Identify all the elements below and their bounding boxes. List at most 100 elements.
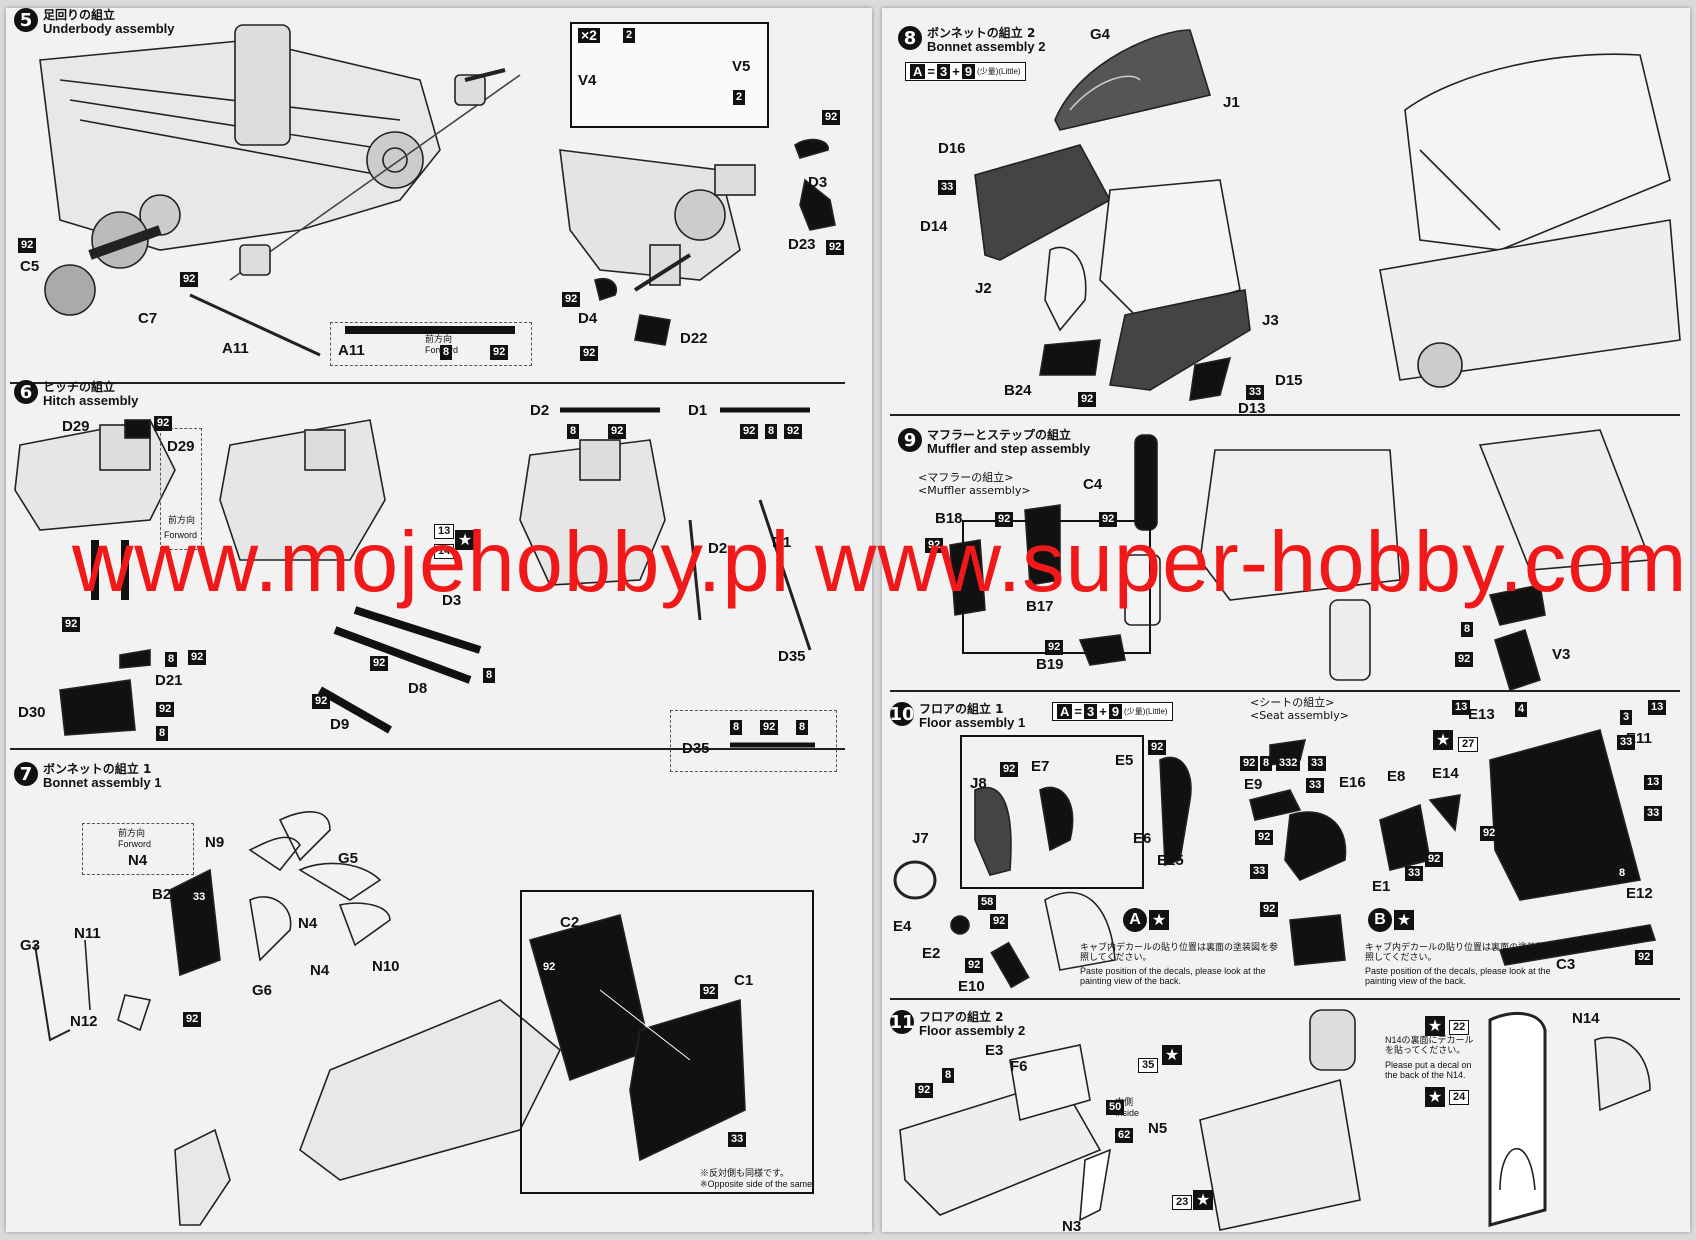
step-title-en: Floor assembly 2 [919, 1023, 1026, 1038]
paint-code-badge: 332 [1276, 756, 1301, 771]
part-label: B19 [1036, 656, 1064, 673]
detail-box-c1-c2 [520, 890, 814, 1194]
paint-code-badge: 92 [608, 424, 627, 439]
step-title-jp: 足回りの組立 [43, 8, 116, 22]
paint-code-badge: 33 [1405, 866, 1424, 881]
paint-code-badge: 92 [370, 656, 389, 671]
paint-code-badge: 92 [183, 1012, 202, 1027]
paint-code-badge: 92 [1260, 902, 1279, 917]
part-label: J2 [975, 280, 992, 297]
paint-code-badge: 92 [18, 238, 37, 253]
step-number: 8 [898, 26, 922, 50]
decal-star-icon: ★ [1193, 1190, 1213, 1210]
paint-code-badge: 92 [188, 650, 207, 665]
paint-code-badge: 92 [562, 292, 581, 307]
paint-code-badge: 24 [1449, 1090, 1470, 1105]
part-label: C5 [20, 258, 40, 275]
decal-note-b-en: Paste position of the decals, please loo… [1365, 966, 1551, 986]
detail-box-n4 [82, 823, 194, 875]
paint-code-badge: 8 [942, 1068, 955, 1083]
part-label: E3 [985, 1042, 1004, 1059]
part-label: N3 [1062, 1218, 1082, 1235]
step-title-en: Bonnet assembly 2 [927, 39, 1046, 54]
paint-code-badge: 2 [623, 28, 636, 43]
paint-code-badge: 8 [165, 652, 178, 667]
part-label: E13 [1468, 706, 1495, 723]
part-label: D13 [1238, 400, 1266, 417]
part-label: E16 [1339, 774, 1366, 791]
paint-code-badge: 92 [826, 240, 845, 255]
inside-note-en: Inside [1115, 1108, 1140, 1118]
part-label: D29 [167, 438, 195, 455]
paint-code-badge: 23 [1172, 1195, 1193, 1210]
decal-star-icon: ★ [1425, 1087, 1445, 1107]
paint-code-badge: 92 [740, 424, 759, 439]
divider-step10 [890, 690, 1680, 692]
part-label: D2 [530, 402, 550, 419]
paint-code-badge: 4 [1515, 702, 1528, 717]
decal-n14-note-en: Please put a decal on the back of the N1… [1385, 1060, 1472, 1080]
part-label: E4 [893, 918, 912, 935]
paint-code-badge: 92 [154, 416, 173, 431]
paint-code-badge: 92 [784, 424, 803, 439]
paint-code-badge: 92 [965, 958, 984, 973]
paint-code-badge: 58 [978, 895, 997, 910]
part-label: E15 [1157, 852, 1184, 869]
divider-step6 [10, 382, 845, 384]
decal-star-icon: ★ [1433, 730, 1453, 750]
decal-callout-b: B★ [1368, 908, 1414, 932]
step-title-jp: ヒッチの組立 [43, 380, 116, 394]
paint-code-badge: 33 [1246, 385, 1265, 400]
part-label: D21 [155, 672, 183, 689]
part-label: D1 [772, 534, 792, 551]
paint-code-badge: 13 [1648, 700, 1667, 715]
paint-code-badge: 92 [312, 694, 331, 709]
divider-step11 [890, 998, 1680, 1000]
part-label: E10 [958, 978, 985, 995]
paint-code-badge: 92 [1255, 830, 1274, 845]
divider-step7 [10, 748, 845, 750]
part-label: G4 [1090, 26, 1111, 43]
paint-code-badge: 8 [1461, 622, 1474, 637]
opposite-note-en: ※Opposite side of the same [700, 1179, 813, 1189]
part-label: C4 [1083, 476, 1103, 493]
part-label: C1 [734, 972, 754, 989]
paint-code-badge: 33 [1250, 864, 1269, 879]
paint-code-badge: 92 [760, 720, 779, 735]
part-label: J1 [1223, 94, 1240, 111]
paint-code-badge: 33 [1308, 756, 1327, 771]
paint-code-badge: 33 [938, 180, 957, 195]
decal-note-b-jp: キャブ内デカールの貼り位置は裏面の塗装図を参照してください。 [1365, 942, 1564, 962]
paint-code-badge: 35 [1138, 1058, 1159, 1073]
part-label: E9 [1244, 776, 1263, 793]
part-label: A11 [222, 340, 249, 357]
part-label: D30 [18, 704, 46, 721]
paint-code-badge: 92 [1099, 512, 1118, 527]
decal-star-icon: ★ [1162, 1045, 1182, 1065]
detail-box-a11 [330, 322, 532, 366]
step-title-en: Bonnet assembly 1 [43, 775, 162, 790]
step-number: 6 [14, 380, 38, 404]
part-label: G5 [338, 850, 359, 867]
part-label: D8 [408, 680, 428, 697]
decal-callout-a: A★ [1123, 908, 1169, 932]
part-label: E8 [1387, 768, 1406, 785]
paint-code-badge: 92 [700, 984, 719, 999]
part-label: A11 [338, 342, 365, 359]
mix-formula-step8: A=3+9(少量)(Little) [905, 62, 1026, 81]
paint-code-badge: 62 [1115, 1128, 1134, 1143]
part-label: N4 [298, 915, 318, 932]
detail-box-d29 [160, 428, 202, 550]
step-title-en: Underbody assembly [43, 21, 175, 36]
step-number: 7 [14, 762, 38, 786]
paint-code-badge: 22 [1449, 1020, 1470, 1035]
divider-step9 [890, 414, 1680, 416]
paint-code-badge: 8 [440, 345, 453, 360]
step-title-jp: フロアの組立 1 [919, 702, 1004, 716]
